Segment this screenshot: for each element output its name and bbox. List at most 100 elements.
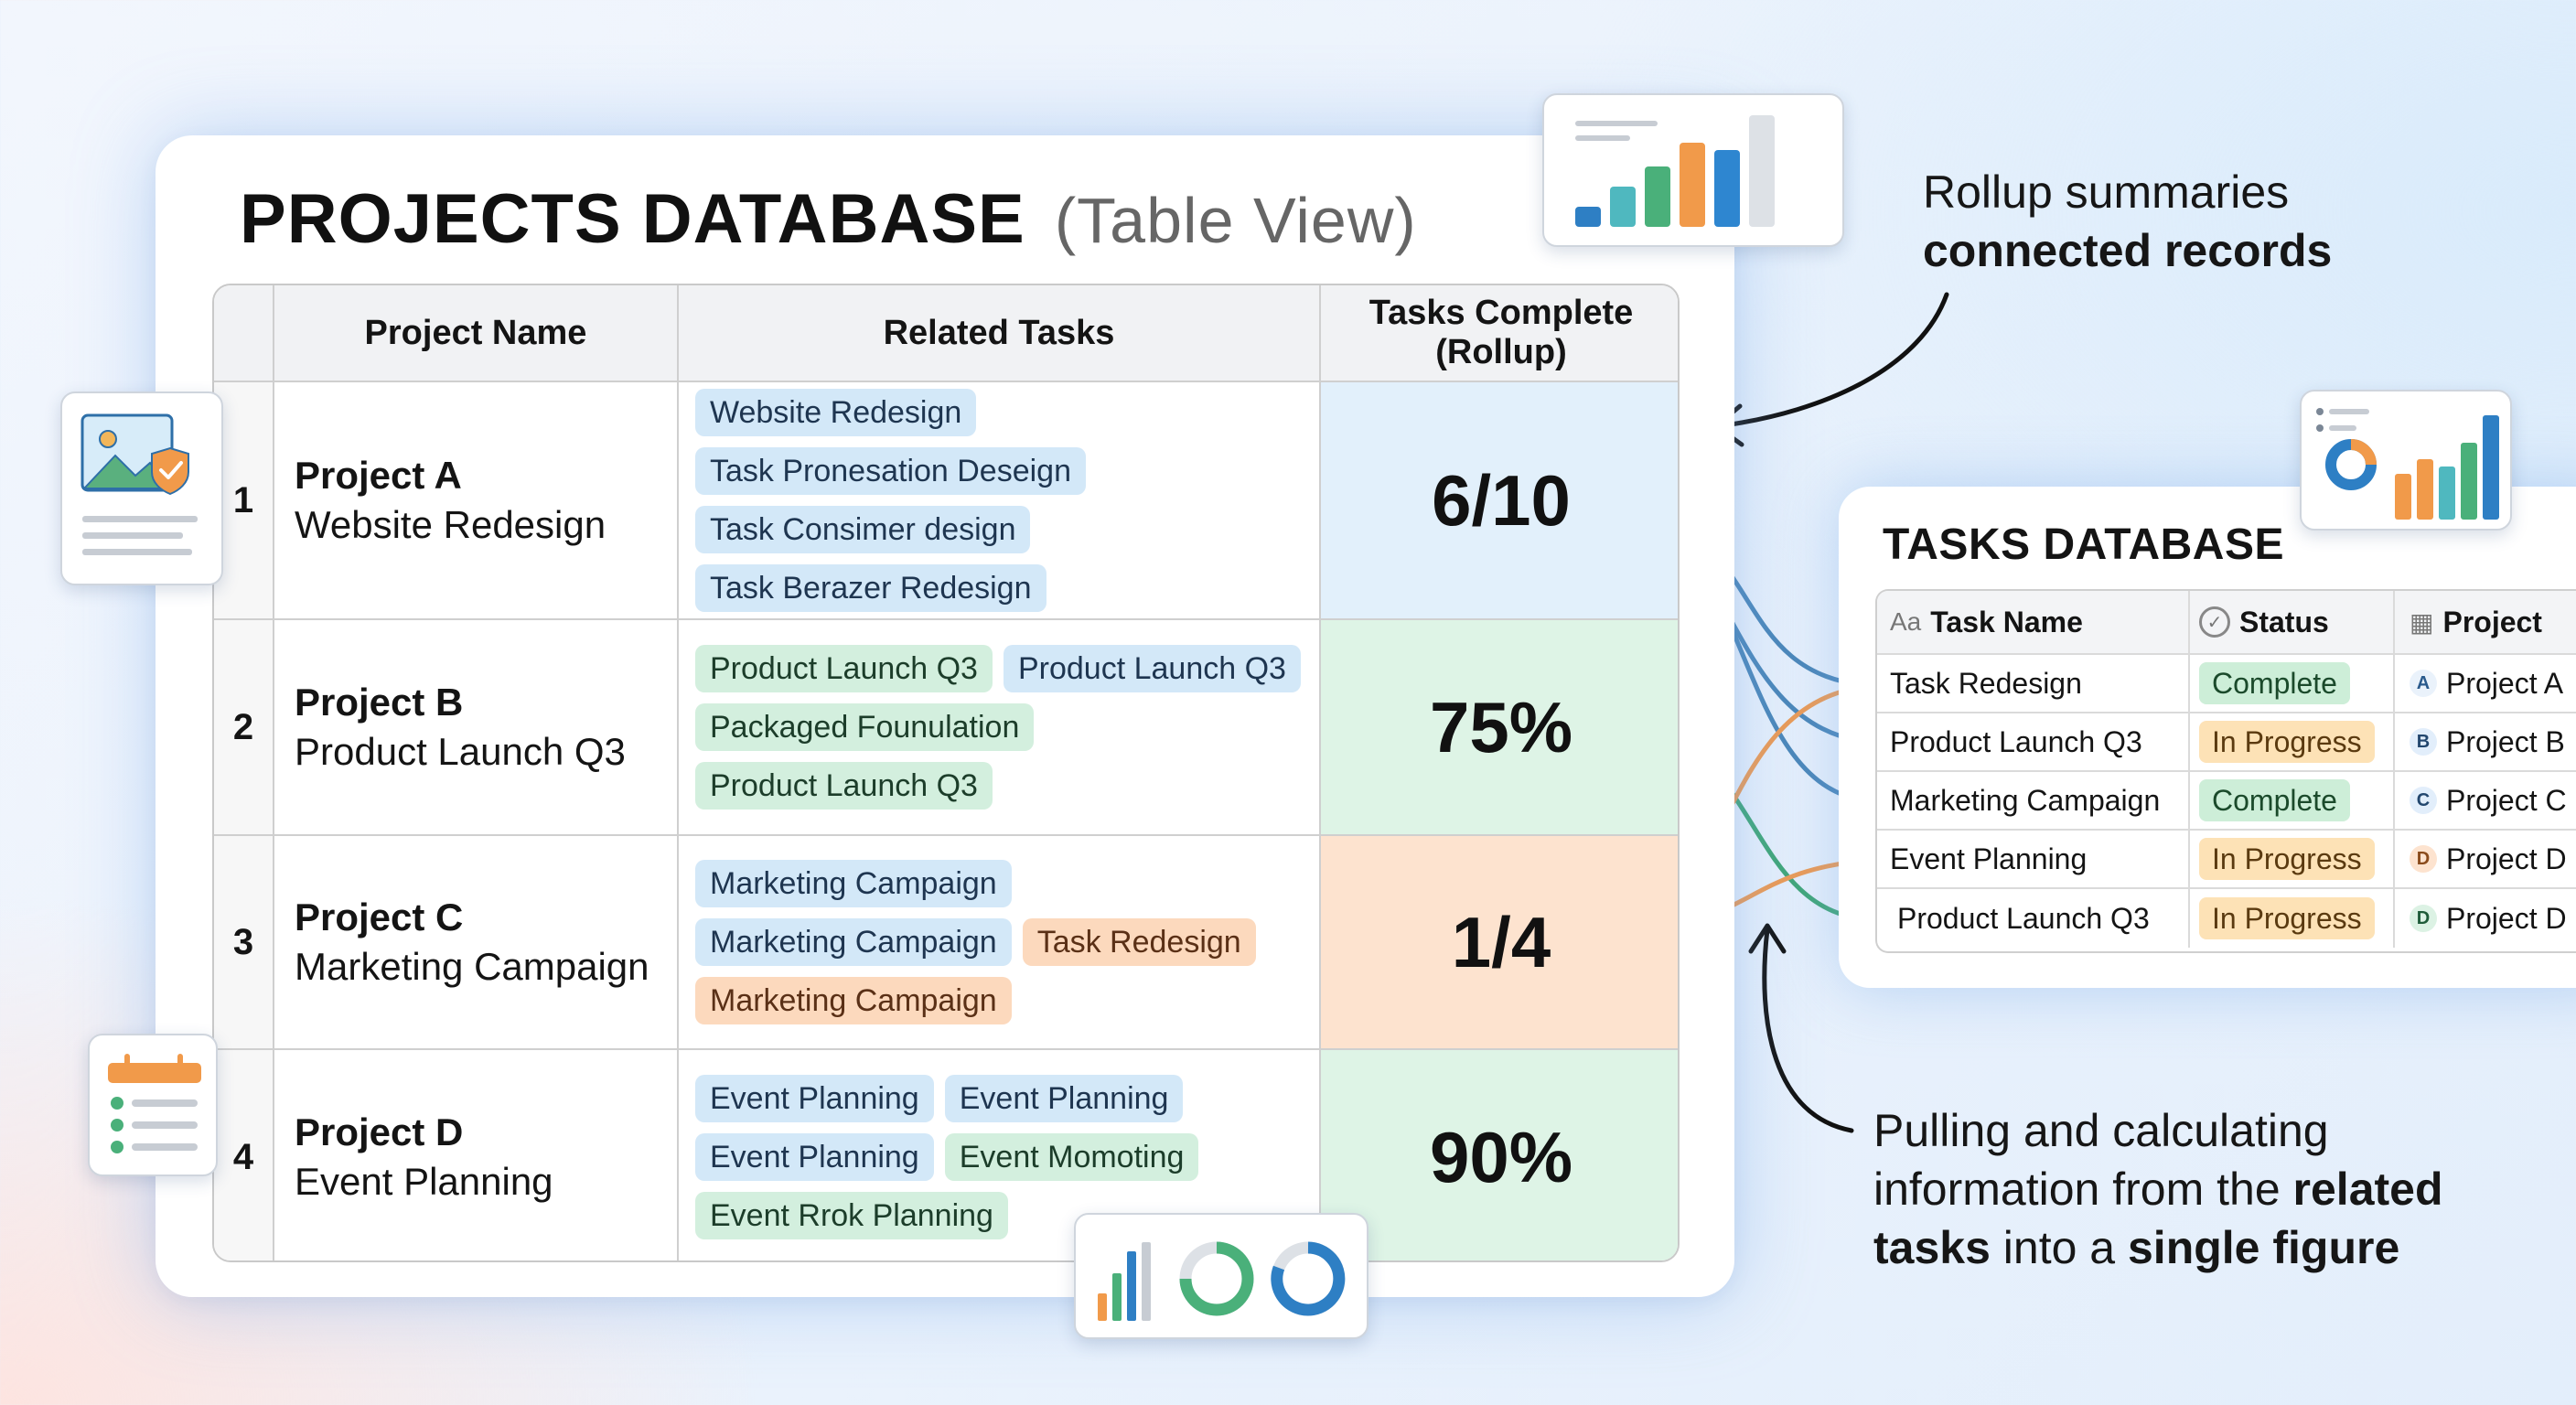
project-title: Project B xyxy=(295,681,464,724)
project-relation[interactable]: D Project D xyxy=(2395,831,2576,887)
task-row[interactable]: Event Planning In Progress D Project D xyxy=(1877,831,2576,889)
status-badge: Complete xyxy=(2199,662,2350,704)
annotation-pulling: Pulling and calculating information from… xyxy=(1873,1101,2443,1277)
task-chip[interactable]: Event Planning xyxy=(695,1133,934,1181)
project-row[interactable]: 3 Project C Marketing Campaign Marketing… xyxy=(214,836,1678,1050)
project-letter-icon: A xyxy=(2410,670,2437,697)
row-number: 2 xyxy=(214,620,274,834)
project-subtitle: Marketing Campaign xyxy=(295,945,649,988)
donut-chart-icon xyxy=(2316,408,2499,520)
project-label: Project C xyxy=(2446,783,2567,817)
task-chip[interactable]: Event Planning xyxy=(695,1075,934,1122)
project-letter-icon: B xyxy=(2410,728,2437,756)
annotation-bold: related xyxy=(2292,1164,2443,1215)
task-chip[interactable]: Product Launch Q3 xyxy=(1003,645,1301,692)
header-label: Status xyxy=(2239,605,2329,638)
task-name[interactable]: Product Launch Q3 xyxy=(1877,713,2190,770)
related-tasks-cell[interactable]: Marketing Campaign Marketing Campaign Ta… xyxy=(679,836,1321,1048)
status-cell[interactable]: In Progress xyxy=(2190,889,2395,948)
image-document-card xyxy=(60,391,223,585)
task-chip[interactable]: Product Launch Q3 xyxy=(695,645,993,692)
task-chip[interactable]: Marketing Campaign xyxy=(695,977,1012,1024)
status-check-icon: ✓ xyxy=(2199,606,2230,638)
task-chip[interactable]: Task Berazer Redesign xyxy=(695,564,1046,612)
project-name-cell[interactable]: Project D Event Planning xyxy=(274,1050,679,1260)
calendar-checklist-card xyxy=(88,1034,218,1176)
header-label: Project xyxy=(2442,605,2542,638)
project-subtitle: Product Launch Q3 xyxy=(295,730,626,773)
task-chip[interactable]: Task Pronesation Deseign xyxy=(695,447,1087,495)
header-project-name[interactable]: Project Name xyxy=(274,285,679,381)
projects-view-label: (Table View) xyxy=(1054,185,1417,256)
task-chip[interactable]: Marketing Campaign xyxy=(695,918,1012,966)
status-cell[interactable]: Complete xyxy=(2190,655,2395,712)
header-related-tasks[interactable]: Related Tasks xyxy=(679,285,1321,381)
header-project[interactable]: ▦ Project xyxy=(2395,591,2576,653)
project-letter-icon: D xyxy=(2410,845,2437,873)
task-chip[interactable]: Event Momoting xyxy=(944,1133,1199,1181)
annotation-rollup: Rollup summaries connected records xyxy=(1923,163,2332,280)
header-status[interactable]: ✓ Status xyxy=(2190,591,2395,653)
annotation-bold: single figure xyxy=(2128,1222,2400,1273)
row-number: 4 xyxy=(214,1050,274,1260)
project-name-cell[interactable]: Project C Marketing Campaign xyxy=(274,836,679,1048)
project-label: Project A xyxy=(2446,666,2564,700)
status-cell[interactable]: In Progress xyxy=(2190,831,2395,887)
projects-header-row: Project Name Related Tasks Tasks Complet… xyxy=(214,285,1678,382)
task-row[interactable]: Task Redesign Complete A Project A xyxy=(1877,655,2576,713)
donut-bar-chart-card xyxy=(2300,390,2512,531)
text-type-icon: Aa xyxy=(1890,607,1922,636)
project-label: Project D xyxy=(2446,842,2567,875)
task-chip[interactable]: Task Consimer design xyxy=(695,506,1031,553)
task-name[interactable]: Product Launch Q3 xyxy=(1877,889,2190,948)
task-name[interactable]: Event Planning xyxy=(1877,831,2190,887)
related-tasks-cell[interactable]: Event Planning Event Planning Event Plan… xyxy=(679,1050,1321,1260)
task-chip[interactable]: Event Rrok Planning xyxy=(695,1192,1008,1239)
projects-title: PROJECTS DATABASE (Table View) xyxy=(240,179,1417,259)
bottom-chart-card xyxy=(1074,1213,1368,1339)
project-row[interactable]: 2 Project B Product Launch Q3 Product La… xyxy=(214,620,1678,836)
calendar-checklist-icon xyxy=(108,1054,201,1153)
annotation-text: into a xyxy=(1990,1222,2128,1273)
image-document-icon xyxy=(80,413,198,555)
header-tasks-complete[interactable]: Tasks Complete (Rollup) xyxy=(1321,285,1678,381)
header-rownum xyxy=(214,285,274,381)
project-row[interactable]: 1 Project A Website Redesign Website Red… xyxy=(214,382,1678,620)
status-cell[interactable]: Complete xyxy=(2190,772,2395,829)
annotation-line: Rollup summaries xyxy=(1923,166,2290,218)
task-chip[interactable]: Event Planning xyxy=(944,1075,1184,1122)
tasks-title: TASKS DATABASE xyxy=(1883,520,2284,569)
status-cell[interactable]: In Progress xyxy=(2190,713,2395,770)
annotation-arrowhead-bottom xyxy=(1748,923,1787,954)
task-name[interactable]: Marketing Campaign xyxy=(1877,772,2190,829)
task-chip[interactable]: Marketing Campaign xyxy=(695,860,1012,907)
project-row[interactable]: 4 Project D Event Planning Event Plannin… xyxy=(214,1050,1678,1260)
project-letter-icon: D xyxy=(2410,905,2437,932)
bar-chart-card xyxy=(1542,93,1844,247)
project-title: Project C xyxy=(295,896,464,938)
rollup-value: 75% xyxy=(1321,620,1678,834)
task-chip[interactable]: Website Redesign xyxy=(695,389,977,436)
project-name-cell[interactable]: Project A Website Redesign xyxy=(274,382,679,618)
projects-title-text: PROJECTS DATABASE xyxy=(240,180,1025,258)
task-chip[interactable]: Task Redesign xyxy=(1022,918,1256,966)
table-grid-icon: ▦ xyxy=(2410,607,2434,637)
task-chip[interactable]: Packaged Founulation xyxy=(695,703,1035,751)
related-tasks-cell[interactable]: Product Launch Q3 Product Launch Q3 Pack… xyxy=(679,620,1321,834)
related-tasks-cell[interactable]: Website Redesign Task Pronesation Deseig… xyxy=(679,382,1321,618)
status-badge: In Progress xyxy=(2199,897,2375,939)
project-relation[interactable]: A Project A xyxy=(2395,655,2576,712)
project-name-cell[interactable]: Project B Product Launch Q3 xyxy=(274,620,679,834)
row-number: 1 xyxy=(214,382,274,618)
annotation-text: information from the xyxy=(1873,1164,2293,1215)
task-name[interactable]: Task Redesign xyxy=(1877,655,2190,712)
task-chip[interactable]: Product Launch Q3 xyxy=(695,762,993,810)
